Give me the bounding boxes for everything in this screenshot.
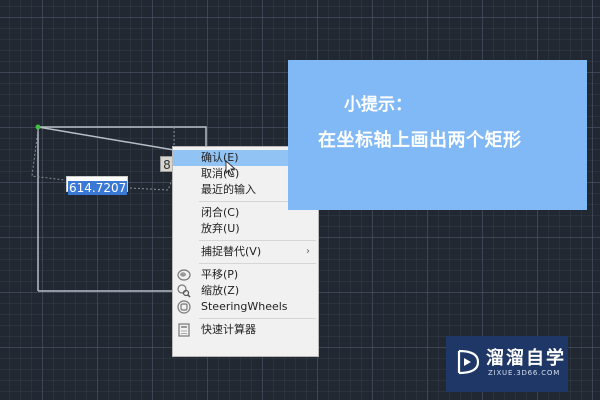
tip-text: 在坐标轴上画出两个矩形 bbox=[318, 130, 522, 151]
menu-item-pan[interactable]: 平移(P) bbox=[173, 267, 318, 283]
menu-item-quickcalc[interactable]: 快速计算器 bbox=[173, 322, 318, 338]
dimension-input[interactable]: 614.7207 bbox=[66, 176, 128, 195]
tip-panel: 小提示： 在坐标轴上画出两个矩形 bbox=[288, 60, 587, 210]
calculator-icon bbox=[178, 323, 190, 337]
dimension-line-right bbox=[129, 179, 173, 191]
play-logo-icon bbox=[457, 349, 480, 375]
menu-item-label: SteeringWheels bbox=[201, 300, 288, 313]
menu-separator bbox=[199, 263, 316, 264]
menu-item-recent-input[interactable]: 最近的输入 bbox=[173, 182, 318, 198]
watermark-logo: 溜溜自学 ZIXUE.3D66.COM bbox=[446, 336, 568, 392]
menu-item-label: 最近的输入 bbox=[201, 183, 256, 196]
menu-item-label: 平移(P) bbox=[201, 268, 239, 281]
zoom-icon bbox=[177, 284, 191, 298]
menu-item-confirm[interactable]: 确认(E) bbox=[173, 150, 318, 166]
menu-item-label: 捕捉替代(V) bbox=[201, 245, 262, 258]
menu-item-label: 确认(E) bbox=[201, 151, 239, 164]
menu-separator bbox=[199, 318, 316, 319]
rubber-band-line bbox=[37, 126, 175, 151]
menu-item-steeringwheels[interactable]: SteeringWheels bbox=[173, 299, 318, 315]
watermark-url: ZIXUE.3D66.COM bbox=[488, 369, 561, 377]
steeringwheels-icon bbox=[177, 300, 191, 314]
menu-separator bbox=[199, 240, 316, 241]
watermark-name: 溜溜自学 bbox=[486, 348, 566, 369]
mouse-cursor-icon bbox=[225, 160, 237, 176]
menu-item-snap-overrides[interactable]: 捕捉替代(V) › bbox=[173, 244, 318, 260]
menu-item-label: 快速计算器 bbox=[201, 323, 256, 336]
pan-icon bbox=[177, 269, 191, 281]
menu-item-label: 闭合(C) bbox=[201, 206, 240, 219]
tip-title: 小提示： bbox=[344, 95, 412, 115]
menu-separator bbox=[199, 201, 316, 202]
rectangle-top-edge bbox=[38, 126, 207, 150]
menu-item-undo[interactable]: 放弃(U) bbox=[173, 221, 318, 237]
menu-item-label: 放弃(U) bbox=[201, 222, 240, 235]
dimension-line-left bbox=[31, 129, 65, 181]
dimension-badge: 8 bbox=[160, 156, 174, 172]
chevron-right-icon: › bbox=[306, 246, 310, 257]
menu-item-close[interactable]: 闭合(C) bbox=[173, 205, 318, 221]
menu-item-label: 缩放(Z) bbox=[201, 284, 240, 297]
menu-item-zoom[interactable]: 缩放(Z) bbox=[173, 283, 318, 299]
dimension-input-value: 614.7207 bbox=[68, 181, 128, 195]
start-point-marker bbox=[35, 124, 41, 130]
